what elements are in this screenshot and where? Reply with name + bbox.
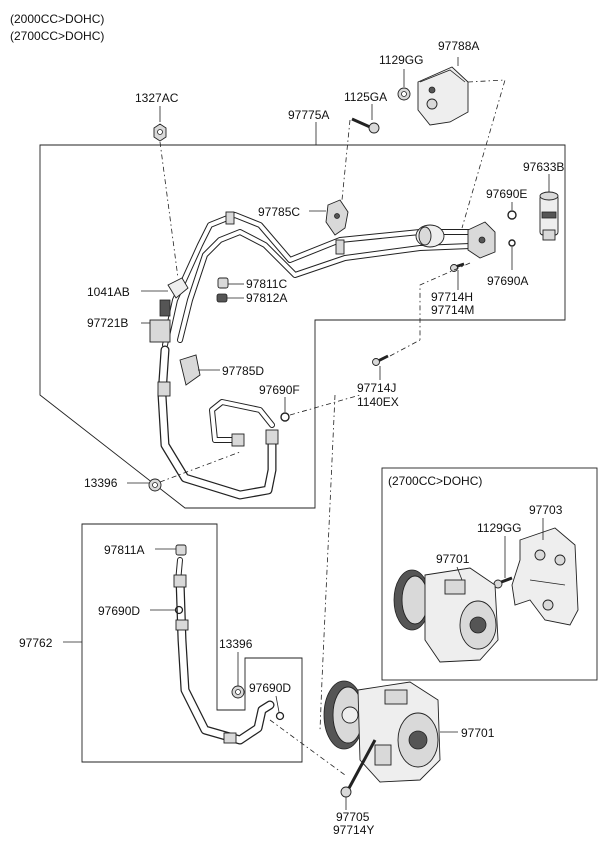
label-13396-bottom: 13396 — [219, 637, 253, 651]
engine-variant-2000cc: (2000CC>DOHC) — [10, 12, 104, 26]
bolt-1129GG-inset — [493, 576, 513, 589]
label-97714Y: 97714Y — [333, 823, 374, 837]
label-97690D-right: 97690D — [249, 681, 291, 695]
compressor-bracket-97703 — [511, 527, 579, 626]
label-97762: 97762 — [19, 636, 53, 650]
nut-1327AC — [153, 123, 167, 142]
expansion-valve-97633B — [539, 191, 559, 241]
nut-1129GG-top — [397, 87, 411, 101]
pressure-switch-1041AB — [167, 277, 189, 299]
label-97714J: 97714J — [357, 381, 396, 395]
o-ring-97690A — [508, 239, 516, 247]
hose-assembly-97762-outline — [81, 523, 303, 763]
label-97785C: 97785C — [258, 205, 300, 219]
nut-13396-top — [148, 478, 162, 492]
dash-1327AC — [159, 141, 179, 279]
dash-97714H — [419, 262, 471, 340]
o-ring-97690D-right — [275, 711, 285, 721]
label-97812A: 97812A — [246, 291, 287, 305]
label-13396-top: 13396 — [84, 476, 118, 490]
label-1327AC: 1327AC — [135, 91, 179, 105]
engine-variant-2700cc: (2700CC>DOHC) — [10, 29, 104, 43]
o-ring-97690F — [280, 412, 290, 422]
hose-97762 — [173, 557, 275, 745]
dash-97690F — [289, 394, 361, 416]
label-97701-inset: 97701 — [436, 552, 470, 566]
label-1129GG-top: 1129GG — [379, 53, 423, 67]
compressor-97701-inset — [393, 567, 499, 663]
dash-compressor-link — [319, 394, 336, 731]
label-1129GG-inset: 1129GG — [477, 521, 521, 535]
label-97690D-left: 97690D — [98, 604, 140, 618]
inset-title: (2700CC>DOHC) — [388, 474, 482, 488]
o-ring-97690D-left — [174, 605, 184, 615]
label-97714H: 97714H — [431, 290, 473, 304]
label-1125GA: 1125GA — [344, 90, 387, 104]
label-97633B: 97633B — [523, 160, 564, 174]
bolt-1125GA — [351, 117, 380, 134]
cap-97812A — [216, 293, 228, 303]
nut-13396-bottom — [231, 685, 245, 699]
label-97775A: 97775A — [288, 108, 329, 122]
dash-97788A — [461, 79, 506, 229]
label-1041AB: 1041AB — [87, 285, 130, 299]
label-97690A: 97690A — [487, 274, 528, 288]
label-97785D: 97785D — [222, 364, 264, 378]
label-97705: 97705 — [336, 810, 370, 824]
pipe-assembly-97775A — [162, 211, 496, 348]
label-97690E: 97690E — [486, 187, 527, 201]
label-1140EX: 1140EX — [357, 395, 399, 409]
dash-13396-top — [159, 451, 241, 483]
clip-97785C — [325, 199, 349, 236]
compressor-97701-main — [323, 680, 441, 783]
part-labels: 97788A 1129GG 1327AC 1125GA 97775A 97633… — [19, 39, 564, 837]
dash-97714J — [389, 339, 421, 357]
label-97703: 97703 — [529, 503, 563, 517]
hose-top — [157, 345, 279, 500]
cap-97811A — [175, 544, 187, 556]
bolt-97705 — [340, 739, 377, 798]
bolt-97714J — [372, 354, 389, 366]
label-97714M: 97714M — [431, 303, 474, 317]
o-ring-97690E — [507, 210, 517, 220]
bolt-97714H — [450, 262, 465, 272]
leader-97701-inset — [456, 566, 463, 581]
label-97701-main: 97701 — [461, 726, 495, 740]
bracket-97785D — [179, 354, 201, 386]
leader-97690D-right — [275, 695, 280, 713]
label-97788A: 97788A — [438, 39, 479, 53]
label-97811A: 97811A — [104, 543, 144, 557]
cap-97811C — [217, 277, 229, 289]
label-97811C: 97811C — [246, 277, 287, 291]
main-assembly-outline — [39, 144, 566, 509]
dash-97690D-right — [269, 719, 346, 776]
label-97690F: 97690F — [259, 383, 300, 397]
bracket-97788A — [417, 66, 469, 126]
inset-2700cc-box — [381, 467, 598, 681]
label-97721B: 97721B — [87, 316, 128, 330]
sensor-97721B — [149, 299, 171, 343]
